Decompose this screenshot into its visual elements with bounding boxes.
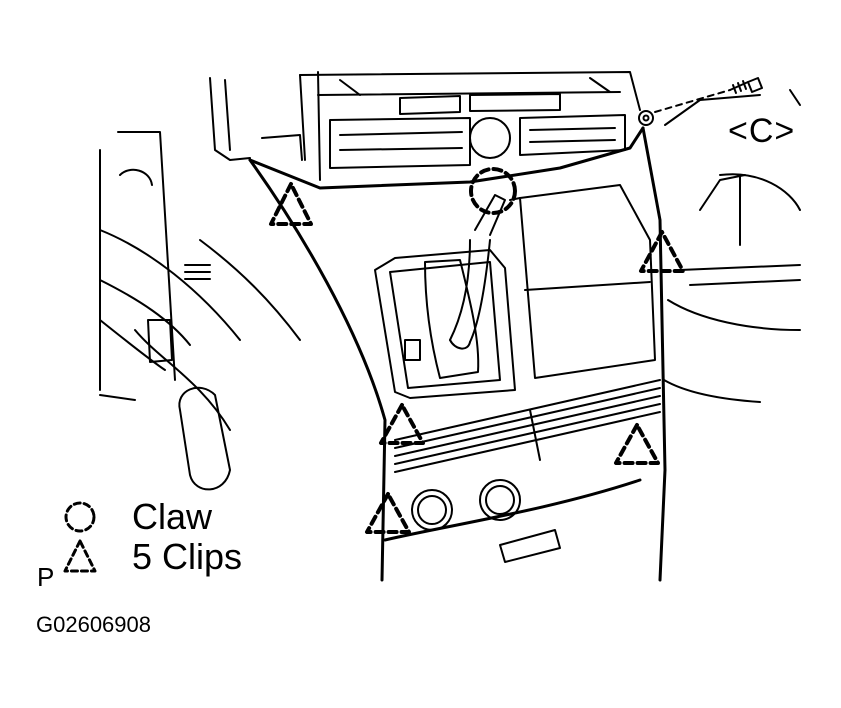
- shift-lever-housing: [374, 194, 516, 399]
- legend-symbols: [63, 501, 97, 573]
- claw-marker: [469, 167, 517, 215]
- clip-marker-5: [365, 492, 411, 534]
- lower-control-knobs: [411, 479, 561, 563]
- display-screen: [509, 184, 656, 379]
- bolt-icon: [638, 77, 763, 126]
- dashboard-upper-frame: [209, 71, 641, 181]
- right-side-dash: [663, 89, 801, 403]
- center-air-vents: [394, 379, 661, 473]
- left-side-trim: [99, 131, 301, 491]
- clip-marker-1: [269, 182, 313, 226]
- view-c-label: <C>: [728, 112, 796, 150]
- legend-claw-label: Claw: [132, 496, 213, 537]
- figure-id: G02606908: [36, 612, 151, 637]
- console-panel-outline: [248, 126, 667, 582]
- clip-marker-2: [639, 230, 685, 273]
- clip-marker-4: [614, 423, 660, 465]
- dashed-circle-icon: [64, 501, 96, 533]
- clip-markers: [269, 182, 685, 534]
- dashed-triangle-icon: [63, 539, 97, 573]
- clip-marker-3: [379, 403, 425, 445]
- legend-clips-label: 5 Clips: [132, 536, 243, 577]
- corner-mark: P: [37, 562, 55, 592]
